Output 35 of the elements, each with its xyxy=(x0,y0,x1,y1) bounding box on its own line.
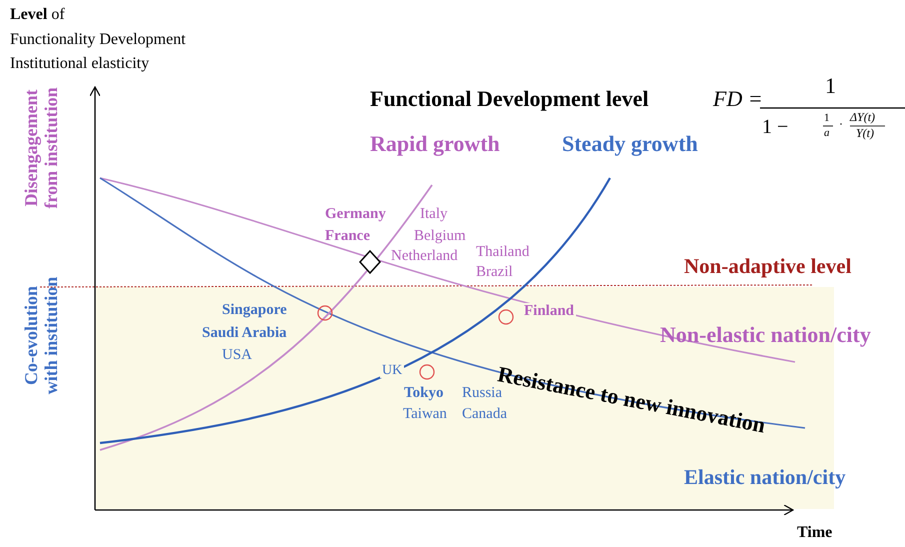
country-label: Thailand xyxy=(476,244,530,260)
formula-text: FD = xyxy=(713,87,763,112)
country-label: Italy xyxy=(420,206,448,222)
curve-label: Rapid growth xyxy=(370,132,500,156)
country-label: Germany xyxy=(325,206,386,222)
curve-label: Elastic nation/city xyxy=(684,466,846,490)
country-label: Finland xyxy=(522,303,576,320)
country-label: Netherland xyxy=(391,248,458,264)
axis-title: Functionality Development xyxy=(10,31,186,49)
formula-text: 1 xyxy=(824,112,830,124)
country-label: Taiwan xyxy=(403,406,447,422)
threshold-label: Non-adaptive level xyxy=(684,255,852,278)
formula-text: 1 xyxy=(825,74,836,98)
axis-region-label: Disengagement from institution xyxy=(22,86,62,211)
axis-region-label: Co-evolution with institution xyxy=(22,276,62,396)
formula-text: a xyxy=(824,127,830,140)
axis-title: Institutional elasticity xyxy=(10,55,150,73)
country-label: Tokyo xyxy=(404,385,444,402)
axis-title: Level of xyxy=(10,6,65,24)
formula-text: Y(t) xyxy=(856,127,874,140)
country-label: Saudi Arabia xyxy=(202,325,287,342)
curve-label: Non-elastic nation/city xyxy=(660,323,871,348)
country-label: USA xyxy=(222,347,252,364)
formula-text: ΔY(t) xyxy=(850,111,876,124)
formula-text: 1 − xyxy=(762,116,788,138)
country-label: Canada xyxy=(462,406,507,422)
formula-text: · xyxy=(839,118,843,132)
country-label: Brazil xyxy=(476,264,513,280)
curve-label: Steady growth xyxy=(562,132,698,156)
axis-title: Time xyxy=(797,524,832,542)
chart-heading: Functional Development level xyxy=(370,87,649,112)
country-label: France xyxy=(325,228,370,244)
country-label: Singapore xyxy=(222,302,287,318)
country-label: UK xyxy=(380,363,404,378)
country-label: Belgium xyxy=(414,228,466,244)
